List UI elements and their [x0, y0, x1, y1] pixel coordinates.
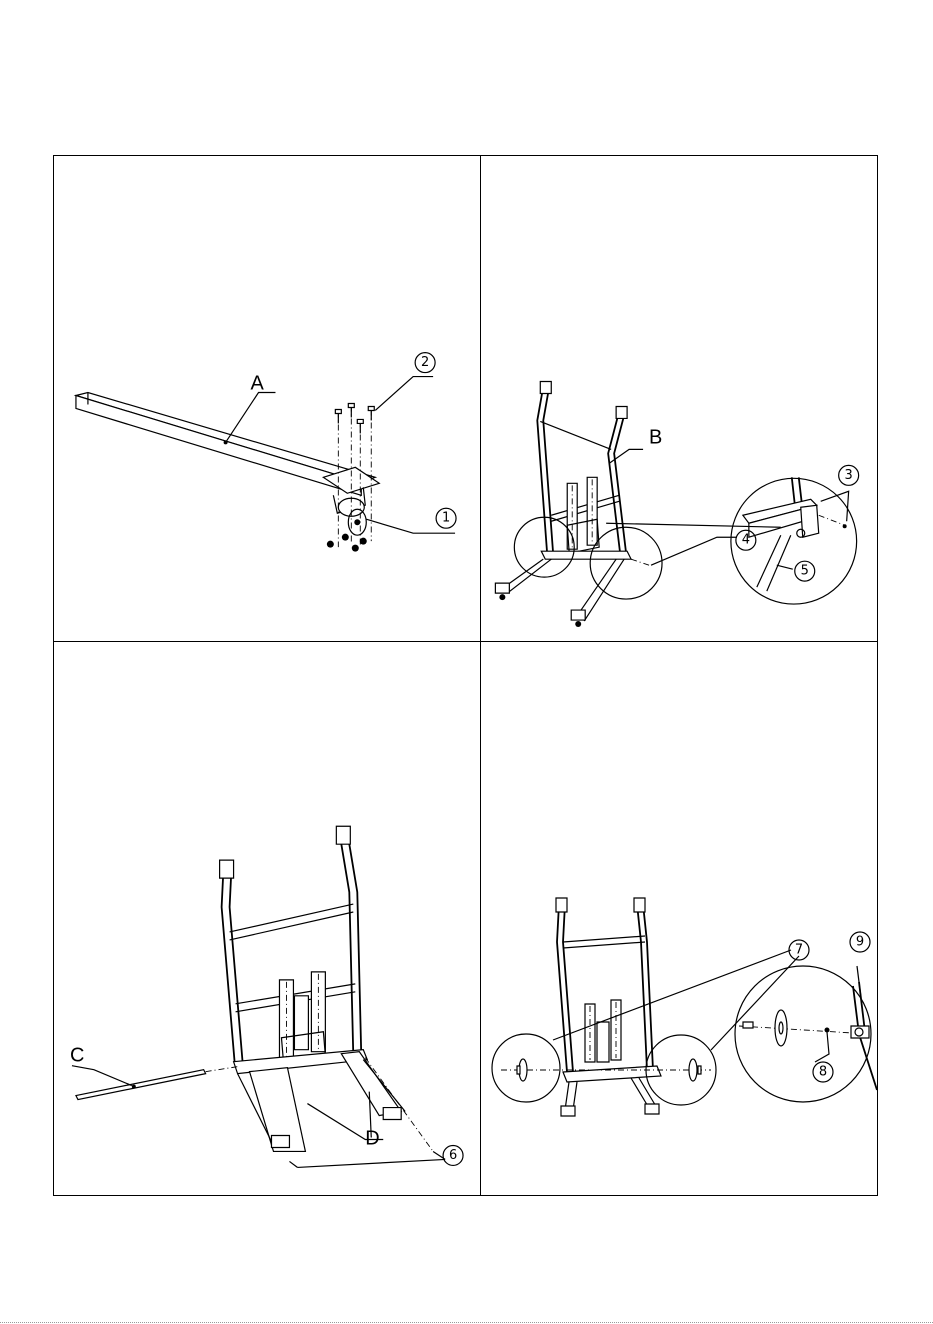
callout-3-number: 3 — [845, 468, 853, 483]
lift-mast — [279, 972, 325, 1062]
callout-6-number: 6 — [449, 1148, 457, 1163]
leader-8 — [815, 1032, 829, 1062]
base-legs — [495, 551, 631, 627]
leader-6 — [297, 1159, 445, 1167]
leader-7 — [553, 950, 791, 1040]
leader-6b — [289, 1161, 297, 1167]
label-b: B — [649, 426, 662, 448]
panel-2-drawing: B 3 4 5 — [481, 156, 877, 641]
callout-3: 3 — [839, 465, 859, 485]
panel-step-4: 7 9 8 — [481, 642, 877, 1195]
assembly-diagram-grid: A 2 1 — [53, 155, 878, 1196]
panel-1-drawing: A 2 1 — [54, 156, 480, 641]
wheel-left — [517, 1059, 527, 1081]
panel-step-1: A 2 1 — [54, 156, 481, 642]
panel-step-3: C D 6 — [54, 642, 481, 1195]
callout-1: 1 — [436, 508, 456, 528]
label-c: C — [70, 1045, 84, 1067]
lift-mast — [551, 477, 619, 553]
leader-c — [72, 1066, 132, 1086]
callout-9-number: 9 — [856, 935, 864, 950]
callout-5-number: 5 — [801, 564, 809, 579]
callout-6: 6 — [443, 1145, 463, 1165]
callout-9: 9 — [850, 932, 870, 952]
callout-4-number: 4 — [742, 533, 750, 548]
leader-5 — [777, 565, 793, 569]
detail-circle — [735, 966, 877, 1102]
zoom-circle-right — [590, 527, 662, 599]
label-d: D — [365, 1127, 379, 1149]
leader-2 — [375, 377, 433, 411]
nuts — [327, 534, 367, 552]
panel-4-drawing: 7 9 8 — [481, 642, 877, 1195]
label-a: A — [251, 373, 265, 395]
leader-4b — [651, 537, 737, 565]
panel-3-drawing: C D 6 — [54, 642, 480, 1195]
leader-3 — [821, 491, 849, 521]
callout-5: 5 — [795, 561, 815, 581]
page-bottom-edge — [0, 1322, 933, 1323]
axle-c — [76, 1067, 238, 1100]
callout-7-number: 7 — [795, 943, 803, 958]
callout-2-number: 2 — [421, 355, 429, 370]
callout-8-number: 8 — [819, 1065, 827, 1080]
callout-2: 2 — [415, 353, 435, 373]
callout-4: 4 — [736, 530, 756, 550]
callout-8: 8 — [813, 1062, 833, 1082]
callout-7: 7 — [789, 940, 809, 960]
callout-1-number: 1 — [442, 511, 450, 526]
lift-mast — [585, 1000, 621, 1062]
wheel-right — [689, 1059, 701, 1081]
panel-step-2: B 3 4 5 — [481, 156, 877, 642]
